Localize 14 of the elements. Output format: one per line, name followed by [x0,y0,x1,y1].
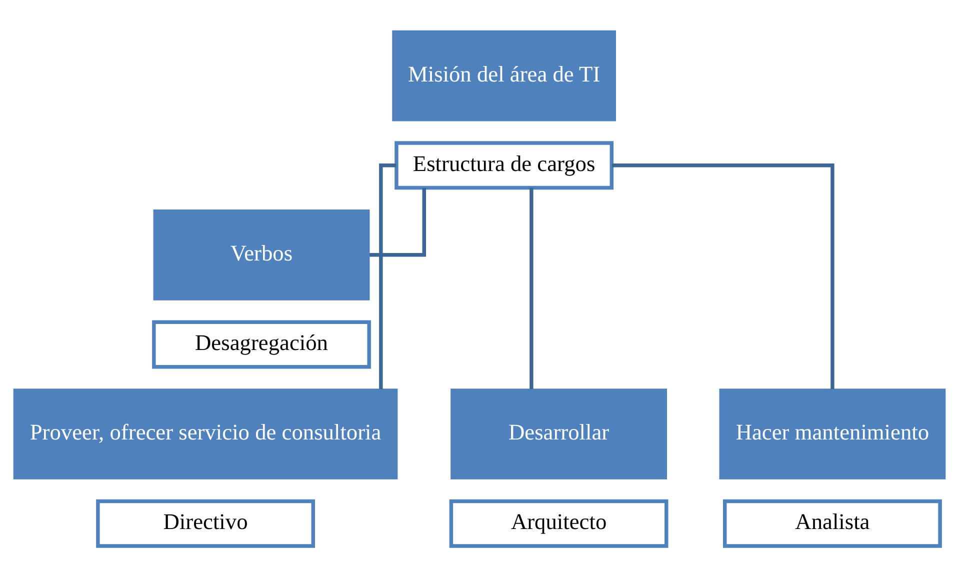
node-box: Proveer, ofrecer servicio de consultoria [12,388,398,480]
connector [369,188,426,257]
connector [529,188,533,389]
node-box: Arquitecto [448,499,668,548]
connector [378,163,396,390]
node-box: Verbos [152,210,370,300]
node-box: Directivo [96,499,314,548]
node-box: Misión del área de TI [392,30,616,122]
node-box: Desagregación [152,320,370,369]
node-box: Estructura de cargos [394,141,614,190]
node-box: Hacer mantenimiento [718,388,946,480]
connector [612,163,834,390]
node-box: Analista [722,499,942,548]
node-box: Desarrollar [450,388,667,480]
